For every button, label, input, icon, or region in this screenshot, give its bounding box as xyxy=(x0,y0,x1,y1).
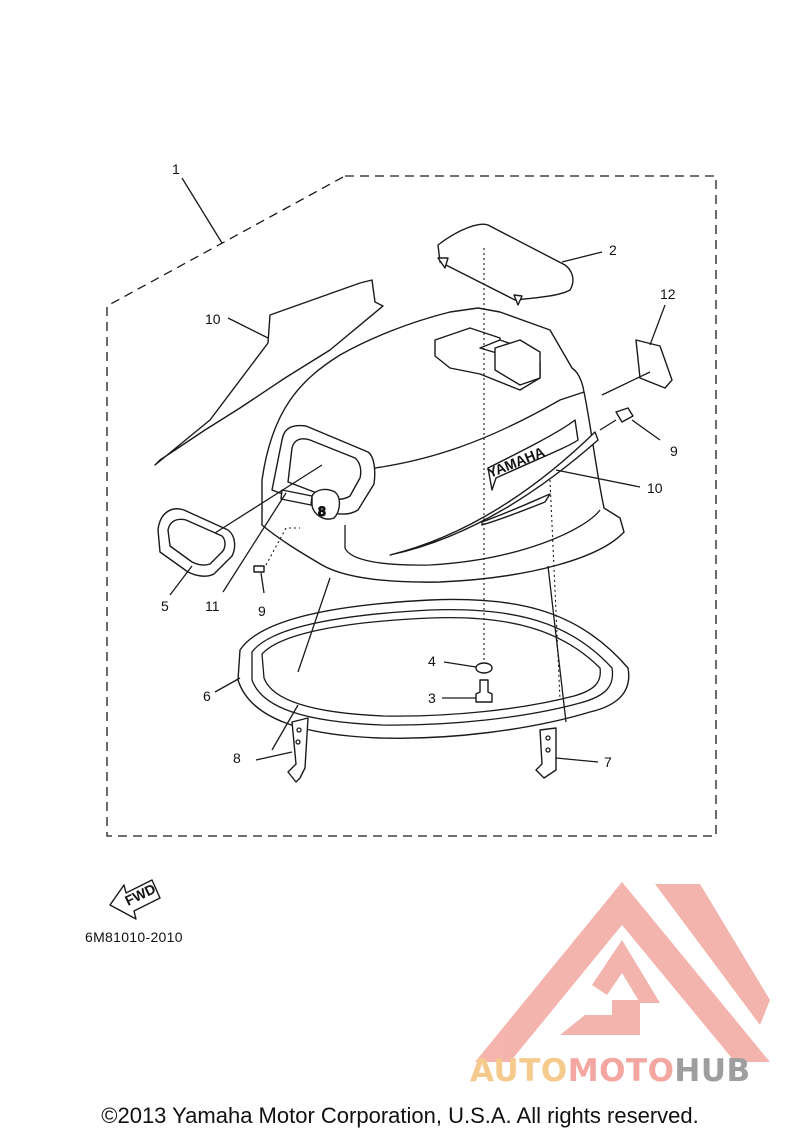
callout-7: 7 xyxy=(604,754,612,770)
cover-foot-right xyxy=(513,294,523,306)
callout-10a: 10 xyxy=(205,311,221,327)
diagram-code: 6M81010-2010 xyxy=(85,929,183,945)
handle-grip-inner xyxy=(167,518,226,566)
small-emblem xyxy=(280,489,313,506)
bracket-right-hole1 xyxy=(545,735,551,741)
callout-1: 1 xyxy=(172,161,180,177)
leader-5-guide xyxy=(214,464,323,534)
leader-5 xyxy=(169,565,193,596)
leader-12a xyxy=(601,371,651,396)
right-guide xyxy=(549,479,561,701)
side-decal-left xyxy=(154,279,384,466)
watermark-part-hub: HUB xyxy=(674,1053,751,1089)
cowling-seal-inner2 xyxy=(261,616,601,717)
watermark-part-auto: AUTO xyxy=(470,1053,568,1089)
cowling-inner-edge xyxy=(344,509,601,566)
leader-12 xyxy=(649,304,666,346)
callout-11: 11 xyxy=(205,598,220,614)
bracket-right-hole2 xyxy=(545,747,551,753)
leader-6 xyxy=(214,677,241,693)
callout-4: 4 xyxy=(428,653,436,669)
copyright-notice: ©2013 Yamaha Motor Corporation, U.S.A. A… xyxy=(101,1103,699,1128)
callout-8: 8 xyxy=(233,750,241,766)
side-stripe xyxy=(389,431,599,556)
grommet-right xyxy=(615,407,634,423)
watermark-logo-icon xyxy=(475,882,770,1062)
leader-9b xyxy=(631,419,661,441)
bolt xyxy=(475,679,493,703)
fwd-arrow-icon: FWD xyxy=(109,879,161,920)
cowling-seal xyxy=(237,598,630,739)
leader-4 xyxy=(443,661,477,668)
watermark-part-moto: MOTO xyxy=(567,1053,675,1089)
bracket-left xyxy=(287,717,309,783)
grommet-left xyxy=(253,565,265,573)
leader-9a xyxy=(260,572,265,594)
callout-9a: 9 xyxy=(258,603,266,619)
leader-9b-dash xyxy=(599,419,617,431)
callout-2: 2 xyxy=(609,242,617,258)
intake-duct xyxy=(494,339,541,386)
cover-foot-left xyxy=(437,257,449,269)
hp-badge-text: 8 xyxy=(318,503,326,519)
leader-10a xyxy=(227,317,269,339)
leader-8 xyxy=(255,751,293,761)
lower-stripe xyxy=(481,493,551,526)
cover-plate xyxy=(635,339,673,389)
callout-12: 12 xyxy=(660,286,676,302)
bracket-left-hole1 xyxy=(296,727,302,733)
assembly-boundary xyxy=(106,175,717,837)
watermark-wordmark: AUTOMOTOHUB xyxy=(470,1053,751,1089)
washer xyxy=(475,662,493,674)
leader-8-guide xyxy=(271,704,299,751)
callout-5: 5 xyxy=(161,598,169,614)
hp-badge xyxy=(311,488,341,520)
callout-6: 6 xyxy=(203,688,211,704)
top-cover xyxy=(437,223,574,301)
leader-7 xyxy=(555,757,599,763)
leader-10b xyxy=(555,469,641,488)
leader-9a-dot xyxy=(265,527,300,566)
leader-1 xyxy=(181,177,223,244)
callout-3: 3 xyxy=(428,690,436,706)
leader-2 xyxy=(561,251,603,263)
guide-left xyxy=(297,577,331,673)
callout-9b: 9 xyxy=(670,443,678,459)
yamaha-decal xyxy=(487,419,579,491)
cowling-seal-inner xyxy=(251,608,614,726)
guide-right xyxy=(547,565,567,723)
bracket-left-hole2 xyxy=(295,739,301,745)
cowling-ridge xyxy=(359,391,585,471)
bracket-right xyxy=(535,727,557,779)
callout-10b: 10 xyxy=(647,480,663,496)
leader-11 xyxy=(222,492,287,593)
